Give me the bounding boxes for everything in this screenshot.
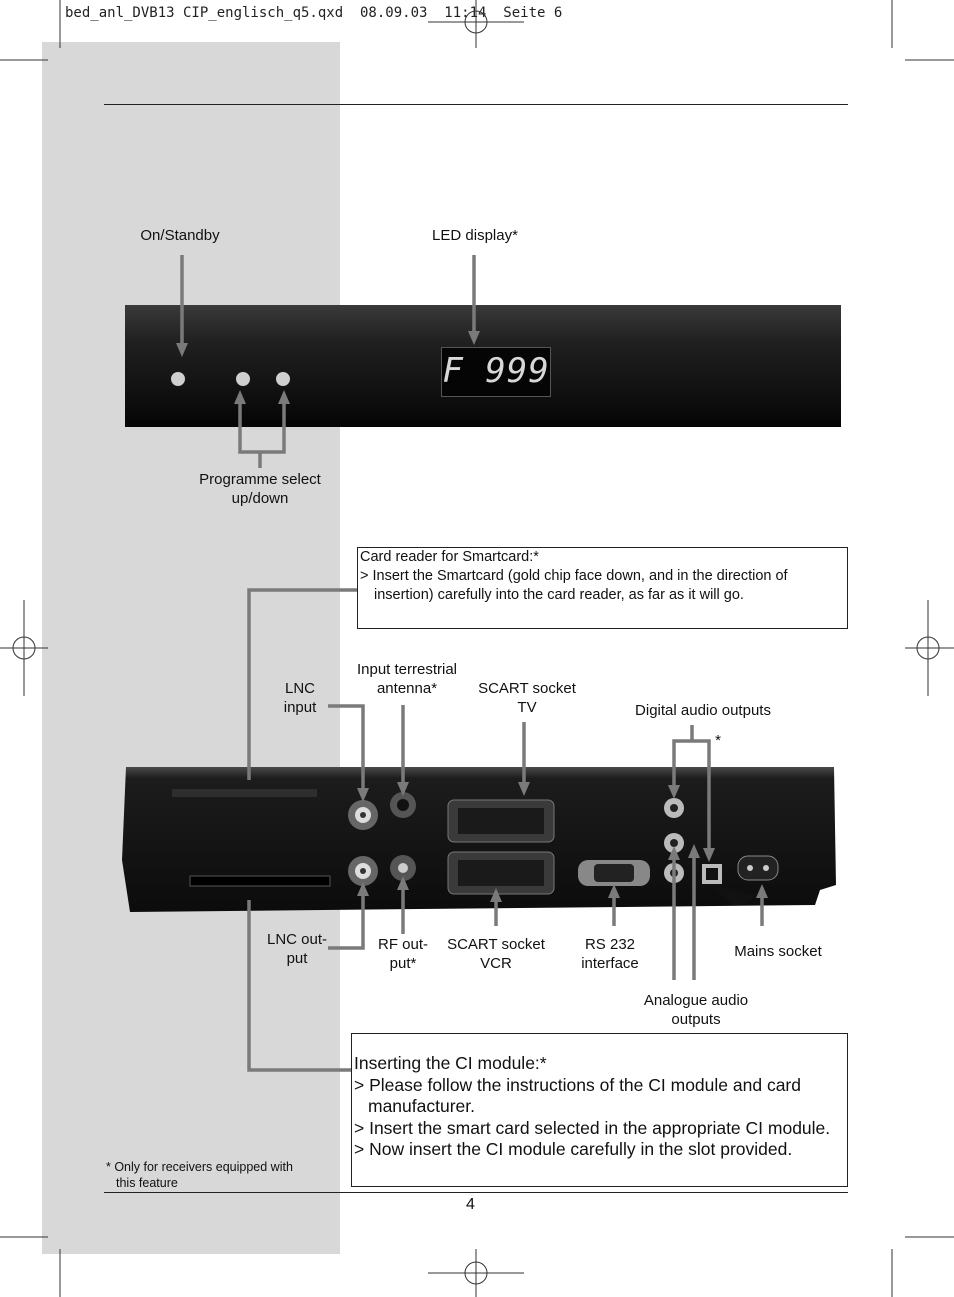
- label-programme-select: Programme select up/down: [180, 470, 340, 508]
- label-programme-select-line1: Programme select: [199, 471, 321, 488]
- card-reader-line2: insertion) carefully into the card reade…: [374, 587, 744, 603]
- label-lnc-output-line2: put: [286, 950, 308, 967]
- label-rf-output: RF out- put*: [368, 935, 438, 973]
- label-analogue-audio-line2: outputs: [671, 1011, 721, 1028]
- led-display: F 999: [441, 347, 551, 397]
- label-scart-vcr-line2: VCR: [480, 955, 512, 972]
- label-led-display: LED display*: [432, 227, 518, 244]
- label-scart-tv-line1: SCART socket: [478, 680, 576, 697]
- ci-module-note: Inserting the CI module:* > Please follo…: [351, 1033, 848, 1187]
- programme-down-button[interactable]: [236, 372, 250, 386]
- label-digital-audio: Digital audio outputs: [635, 702, 771, 719]
- label-rs232-line1: RS 232: [584, 936, 636, 953]
- label-scart-vcr: SCART socket VCR: [436, 935, 556, 973]
- ci-module-line1b: manufacturer.: [368, 1096, 475, 1116]
- label-analogue-audio-line1: Analogue audio: [643, 992, 749, 1009]
- label-analogue-audio: Analogue audio outputs: [626, 991, 766, 1029]
- label-scart-tv-line2: TV: [517, 699, 537, 716]
- card-reader-title: Card reader for Smartcard:*: [360, 549, 539, 565]
- standby-button[interactable]: [171, 372, 185, 386]
- bottom-rule: [104, 1192, 848, 1193]
- label-scart-tv: SCART socket TV: [467, 679, 587, 717]
- footnote: * Only for receivers equipped with this …: [106, 1159, 293, 1191]
- programme-up-button[interactable]: [276, 372, 290, 386]
- label-rf-output-line2: put*: [389, 955, 417, 972]
- label-lnc-input-line2: input: [283, 699, 317, 716]
- card-reader-note: Card reader for Smartcard:* > Insert the…: [357, 547, 848, 629]
- label-lnc-output: LNC out- put: [257, 930, 337, 968]
- label-terrestrial-input: Input terrestrial antenna*: [342, 660, 472, 698]
- label-lnc-output-line1: LNC out-: [266, 931, 328, 948]
- ci-module-line3: > Now insert the CI module carefully in …: [354, 1139, 793, 1159]
- ci-module-title: Inserting the CI module:*: [354, 1053, 547, 1073]
- page-number: 4: [466, 1196, 475, 1213]
- footnote-line1: * Only for receivers equipped with: [106, 1160, 293, 1174]
- label-programme-select-line2: up/down: [231, 490, 289, 507]
- footnote-line2: this feature: [116, 1176, 178, 1190]
- label-rf-output-line1: RF out-: [377, 936, 428, 953]
- label-digital-audio-star: *: [715, 732, 721, 749]
- top-rule: [104, 104, 848, 105]
- label-terrestrial-line2: antenna*: [376, 680, 438, 697]
- label-scart-vcr-line1: SCART socket: [447, 936, 545, 953]
- ci-module-line2: > Insert the smart card selected in the …: [354, 1117, 831, 1138]
- label-mains-socket: Mains socket: [734, 943, 822, 960]
- label-rs232-line2: interface: [581, 955, 639, 972]
- print-header: bed_anl_DVB13 CIP_englisch_q5.qxd 08.09.…: [65, 5, 563, 21]
- card-reader-line1: > Insert the Smartcard (gold chip face d…: [360, 568, 788, 584]
- label-rs232: RS 232 interface: [565, 935, 655, 973]
- ci-module-line1: > Please follow the instructions of the …: [354, 1074, 801, 1095]
- gray-margin-bar: [42, 42, 340, 1254]
- label-on-standby: On/Standby: [140, 227, 220, 244]
- label-lnc-input-line1: LNC: [284, 680, 315, 697]
- label-lnc-input: LNC input: [260, 679, 340, 717]
- label-terrestrial-line1: Input terrestrial: [356, 661, 458, 678]
